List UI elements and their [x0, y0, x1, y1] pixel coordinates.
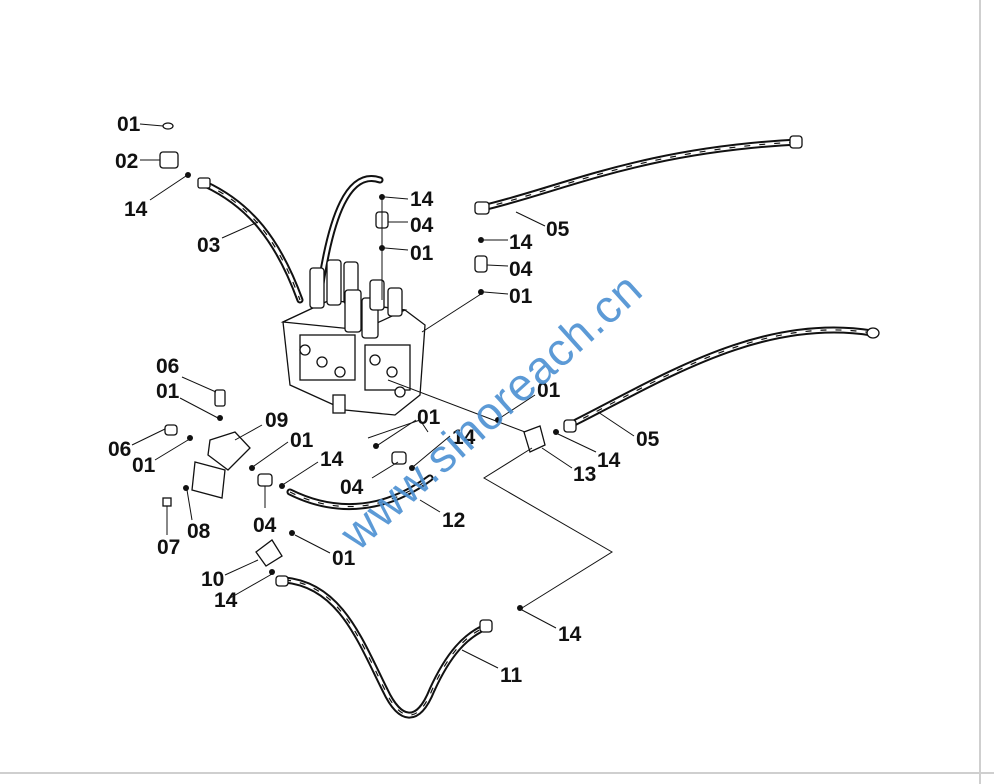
- fittings: [159, 122, 880, 633]
- label-01: 01: [332, 547, 356, 570]
- label-01: 01: [117, 113, 141, 136]
- label-04: 04: [509, 258, 533, 281]
- label-13: 13: [573, 463, 596, 486]
- page-border-right: [979, 0, 981, 784]
- label-05: 05: [636, 428, 660, 451]
- label-01: 01: [410, 242, 434, 265]
- hose-12: [286, 474, 434, 511]
- label-01: 01: [290, 429, 314, 452]
- label-14: 14: [214, 589, 238, 612]
- label-04: 04: [410, 214, 434, 237]
- label-02: 02: [115, 150, 138, 173]
- label-01: 01: [537, 379, 561, 402]
- label-14: 14: [558, 623, 582, 646]
- label-04: 04: [253, 514, 277, 537]
- label-14: 14: [509, 231, 533, 254]
- label-14: 14: [452, 426, 476, 449]
- label-12: 12: [442, 509, 465, 532]
- label-14: 14: [320, 448, 344, 471]
- hose-05-upper: [478, 138, 802, 212]
- leader-lines: [131, 123, 635, 669]
- control-valve-block: [280, 259, 426, 416]
- label-14: 14: [124, 198, 148, 221]
- hose-03: [201, 180, 304, 304]
- label-06: 06: [156, 355, 179, 378]
- elbow-02: [159, 151, 179, 169]
- label-06: 06: [108, 438, 131, 461]
- label-10: 10: [201, 568, 224, 591]
- label-07: 07: [157, 536, 180, 559]
- label-01: 01: [509, 285, 533, 308]
- hose-11: [281, 576, 492, 719]
- hose-05-right: [566, 326, 876, 429]
- label-01: 01: [156, 380, 180, 403]
- label-03: 03: [197, 234, 220, 257]
- label-04: 04: [340, 476, 364, 499]
- label-14: 14: [410, 188, 434, 211]
- label-14: 14: [597, 449, 621, 472]
- label-08: 08: [187, 520, 211, 543]
- label-09: 09: [265, 409, 288, 432]
- label-01: 01: [417, 406, 441, 429]
- label-05: 05: [546, 218, 570, 241]
- part-labels: 01 02 14 03 14 04 01 05 14 04 01 06 01 0…: [108, 113, 660, 687]
- label-01: 01: [132, 454, 156, 477]
- page-border-bottom: [0, 772, 994, 774]
- label-11: 11: [500, 664, 523, 687]
